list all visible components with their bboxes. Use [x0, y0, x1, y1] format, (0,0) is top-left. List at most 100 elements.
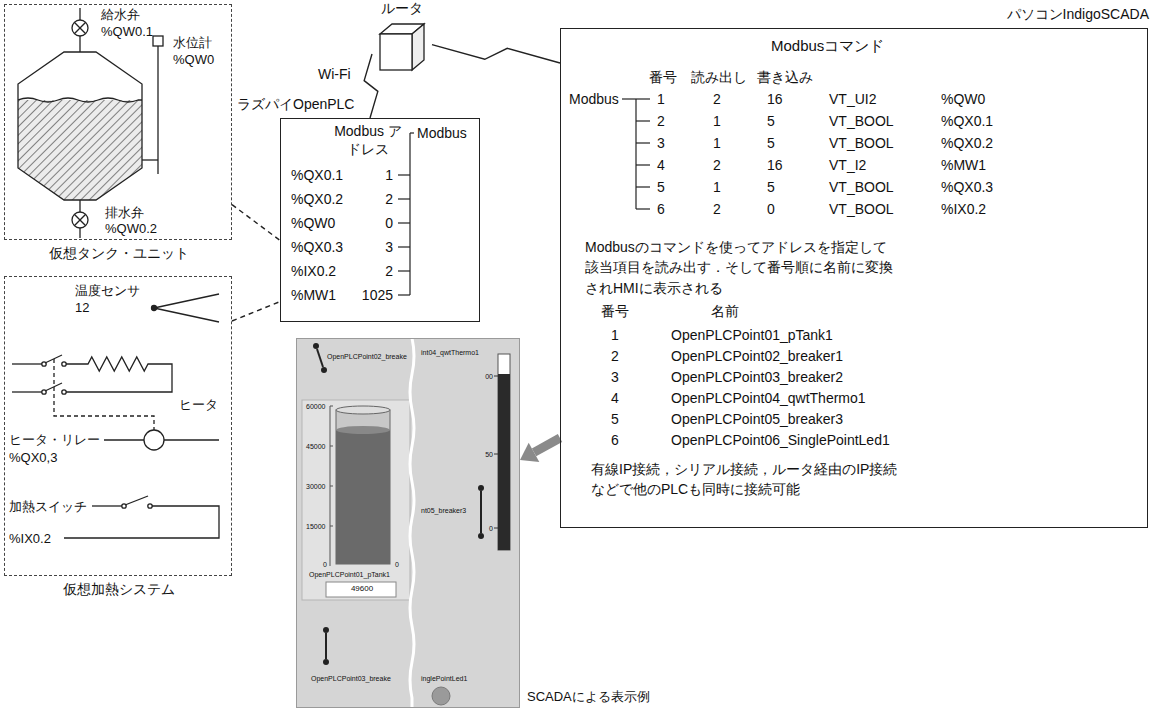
- valve-cross: [74, 22, 85, 33]
- wire: [64, 506, 219, 538]
- label-text: OpenPLCPoint03_breaker2: [671, 369, 843, 387]
- bracket-tick: [636, 120, 650, 121]
- tank-level-top: [336, 426, 390, 434]
- arrow-head: [520, 443, 539, 462]
- label-text: 3: [611, 369, 619, 387]
- label-text: 12: [75, 300, 89, 316]
- water-surface: [18, 98, 142, 102]
- level-tube: [142, 159, 158, 160]
- label-text: %QW0.2: [105, 221, 157, 237]
- label-text: 番号: [649, 69, 677, 87]
- node-heading: パソコンIndigoSCADA: [1007, 6, 1149, 24]
- label-text: 2: [385, 191, 393, 209]
- level-tube: [157, 46, 158, 174]
- label-text: %IX0.2: [291, 263, 336, 281]
- dashed-leader: [232, 302, 280, 321]
- bracket-tick: [398, 246, 410, 247]
- label-text: 16: [767, 157, 783, 175]
- wire: [12, 363, 42, 364]
- label-text: 5: [767, 135, 775, 153]
- tank-gauge: [336, 410, 390, 564]
- wire: [92, 505, 122, 506]
- label-text: %QX0.1: [291, 167, 343, 185]
- label-text: 60000: [306, 403, 325, 412]
- label-text: 加熱スイッチ: [9, 499, 87, 515]
- label-text: %QX0,3: [9, 450, 57, 466]
- connector: [432, 45, 560, 63]
- tank-top: [336, 406, 390, 414]
- bracket-tick: [398, 174, 410, 175]
- connector: [232, 205, 280, 241]
- label-text: 5: [657, 179, 665, 197]
- label-text: Modbus アドレス: [333, 123, 403, 158]
- heating-system-box: 仮想加熱システム温度センサ12ヒータヒータ・リレー%QX0,3加熱スイッチ%IX…: [4, 276, 232, 576]
- bracket-tick: [636, 186, 650, 187]
- connector: [232, 302, 280, 321]
- supply-valve: [72, 20, 88, 36]
- label-text: 0: [489, 525, 493, 534]
- label-text: OpenPLCPoint04_qwtThermo1: [671, 390, 866, 408]
- label-text: VT_UI2: [829, 91, 876, 109]
- bracket-line: [635, 99, 636, 209]
- label-text: %QX0.1: [941, 113, 993, 131]
- level-gauge: [153, 36, 163, 46]
- label-text: %QW0: [291, 215, 335, 233]
- bracket-line: [410, 132, 414, 133]
- valve-cross: [74, 22, 85, 33]
- label-text: 4: [657, 157, 665, 175]
- relay-link: [54, 359, 154, 430]
- breaker-symbol: [323, 659, 329, 665]
- breaker-symbol: [323, 627, 329, 633]
- sensor-wire: [154, 308, 219, 322]
- wireless-link: [364, 54, 378, 118]
- led-symbol: [432, 687, 450, 705]
- breaker-symbol: [325, 633, 327, 659]
- dashed-leader: [232, 205, 280, 241]
- contact: [62, 390, 66, 394]
- label-text: 番号: [601, 303, 629, 321]
- screenshot-panel: SCADAによる表示例OpenPLCPoint02_breake60000450…: [296, 338, 520, 708]
- label-text: 1025: [362, 287, 393, 305]
- label-text: 30000: [306, 483, 325, 492]
- label-text: %QX0.2: [291, 191, 343, 209]
- label-text: %QX0.3: [941, 179, 993, 197]
- bracket-line: [622, 98, 636, 99]
- water-hatch: [18, 100, 142, 200]
- thermo-fill: [498, 374, 510, 550]
- valve-cross: [74, 214, 85, 225]
- label-text: 1: [611, 327, 619, 345]
- tank-level: [336, 430, 390, 564]
- axis-tick: [330, 446, 333, 447]
- label-text: 0: [323, 561, 327, 570]
- thermo-tick: [494, 376, 498, 377]
- label-text: 1: [713, 179, 721, 197]
- label-text: 1: [385, 167, 393, 185]
- label-text: OpenPLCPoint02_breake: [327, 353, 407, 362]
- label-text: %QW0: [173, 52, 214, 68]
- bracket-tick: [636, 164, 650, 165]
- plc-bracket: [398, 133, 414, 295]
- label-text: 2: [713, 91, 721, 109]
- label-text: 15000: [306, 523, 325, 532]
- label-text: Modbusのコマンドを使ってアドレスを指定して 該当項目を読み出す．そして番号…: [585, 237, 903, 298]
- label-text: %QX0.2: [941, 135, 993, 153]
- label-text: 書き込み: [757, 69, 813, 87]
- relay-coil: [144, 430, 164, 450]
- value-box: [326, 582, 396, 597]
- label-text: OpenPLCPoint06_SinglePointLed1: [671, 432, 890, 450]
- label-text: 2: [385, 263, 393, 281]
- heater-resistor: [66, 357, 172, 392]
- label-text: 45000: [306, 443, 325, 452]
- label-text: 5: [611, 411, 619, 429]
- pc-box: パソコンIndigoSCADAModbusコマンドModbus番号読み出し書き込…: [560, 28, 1148, 528]
- node-heading: 仮想タンク・ユニット: [49, 245, 189, 263]
- breaker-symbol: [317, 349, 323, 367]
- tank-vessel: [18, 52, 142, 200]
- label-text: 5: [767, 113, 775, 131]
- cube-front: [380, 34, 412, 70]
- label-text: %QW0.1: [101, 24, 153, 40]
- label-text: 6: [611, 432, 619, 450]
- thermo-bar: [498, 354, 510, 550]
- axis-tick: [330, 526, 333, 527]
- label-text: 3: [385, 239, 393, 257]
